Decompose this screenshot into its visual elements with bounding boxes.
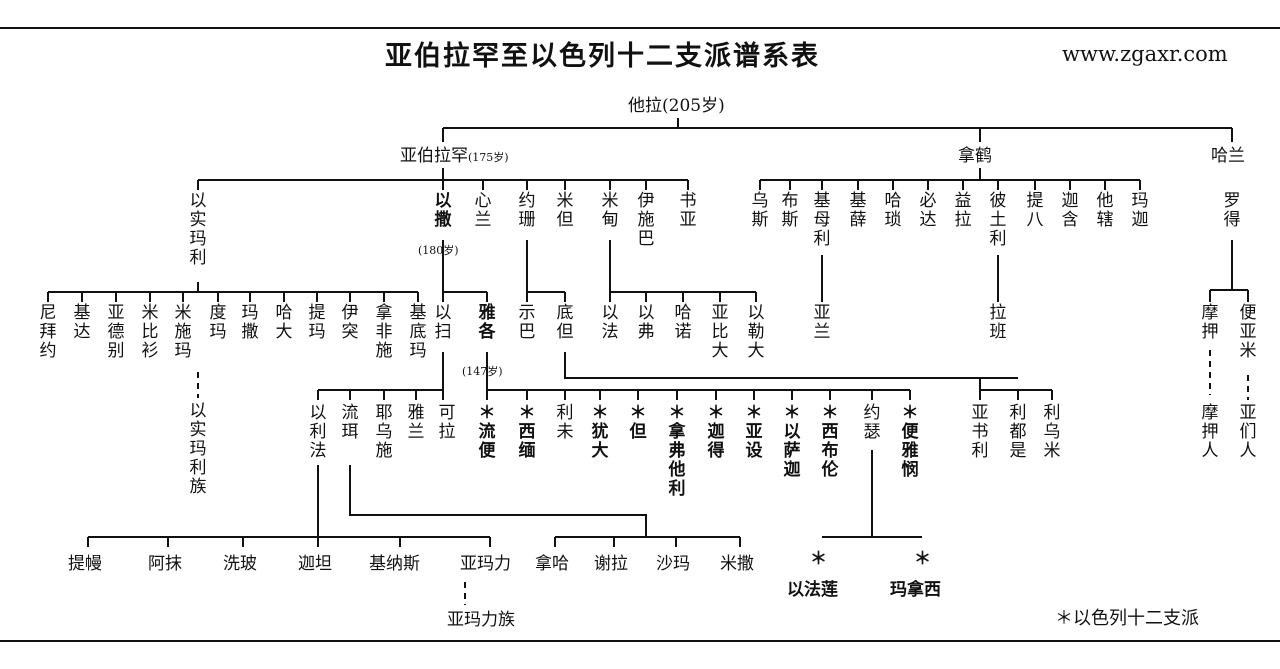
node-kedemah: 基底玛: [409, 303, 427, 361]
node-shuah: 书亚: [679, 191, 697, 230]
node-amalek: 亚玛力: [460, 554, 511, 574]
node-jokshan: 约珊: [518, 191, 536, 230]
node-letushim: 利都是: [1009, 403, 1027, 461]
node-abraham-name: 亚伯拉罕: [400, 146, 468, 166]
node-asshurim: 亚书利: [971, 403, 989, 461]
node-ephraim: 以法莲: [787, 580, 838, 600]
node-omar: 阿抹: [148, 554, 182, 574]
node-adbeel: 亚德别: [107, 303, 125, 361]
node-reuben: ＊流便: [478, 403, 496, 461]
node-benjamin: ＊便雅悯: [901, 403, 919, 480]
node-shammah: 沙玛: [656, 554, 690, 574]
node-isaac: 以撒: [434, 191, 452, 230]
bottom-rule: [0, 640, 1280, 642]
node-abraham-age: (175岁): [468, 151, 509, 164]
node-amalekites: 亚玛力族: [447, 610, 515, 630]
node-hanoch: 哈诺: [674, 303, 692, 342]
node-moabites: 摩押人: [1201, 403, 1219, 461]
node-kenaz: 基纳斯: [369, 554, 420, 574]
node-benammi: 便亚米: [1239, 303, 1257, 361]
top-rule: [0, 27, 1280, 29]
node-zepho: 洗玻: [223, 554, 257, 574]
node-leummim: 利乌米: [1043, 403, 1061, 461]
node-jacob-age: (147岁): [462, 365, 503, 378]
node-terah: 他拉(205岁): [628, 96, 725, 116]
node-abraham: 亚伯拉罕(175岁): [400, 146, 509, 166]
node-pildash: 必达: [919, 191, 937, 230]
node-dumah: 度玛: [209, 303, 227, 342]
node-nahor: 拿鹤: [958, 146, 992, 166]
node-eldaah: 以勒大: [747, 303, 765, 361]
node-mibsam: 米比衫: [141, 303, 159, 361]
node-nebaioth: 尼拜约: [39, 303, 57, 361]
site-url: www.zgaxr.com: [1062, 42, 1228, 66]
node-ephraim-star: ＊: [810, 549, 827, 569]
node-uz: 乌斯: [751, 191, 769, 230]
node-tema: 提玛: [308, 303, 326, 342]
node-simeon: ＊西缅: [518, 403, 536, 461]
node-levi: 利未: [556, 403, 574, 442]
node-korah: 可拉: [438, 403, 456, 442]
node-ishbak: 伊施巴: [637, 191, 655, 249]
node-midian: 米甸: [601, 191, 619, 230]
node-dedan: 底但: [556, 303, 574, 342]
node-epher: 以弗: [637, 303, 655, 342]
node-gatam: 迦坦: [298, 554, 332, 574]
node-dan: ＊但: [629, 403, 647, 442]
node-kemuel: 基母利: [813, 191, 831, 249]
node-lot: 罗得: [1223, 191, 1241, 230]
node-buz: 布斯: [781, 191, 799, 230]
node-zebulun: ＊西布伦: [821, 403, 839, 480]
node-jeush: 耶乌施: [375, 403, 393, 461]
node-jacob: 雅各: [478, 303, 496, 342]
node-gad: ＊迦得: [707, 403, 725, 461]
node-esau: 以扫: [434, 303, 452, 342]
node-manasseh-star: ＊: [914, 549, 931, 569]
node-zimran: 心兰: [474, 191, 492, 230]
node-aram: 亚兰: [813, 303, 831, 342]
node-bethuel: 彼土利: [989, 191, 1007, 249]
node-mizzah: 米撒: [720, 554, 754, 574]
node-jidlaph: 益拉: [954, 191, 972, 230]
node-ephah: 以法: [601, 303, 619, 342]
node-jalam: 雅兰: [407, 403, 425, 442]
node-sheba: 示巴: [518, 303, 536, 342]
node-naphtali: ＊拿弗他利: [668, 403, 686, 499]
node-kedar: 基达: [73, 303, 91, 342]
node-medan: 米但: [556, 191, 574, 230]
node-reuel: 流珥: [341, 403, 359, 442]
node-asher: ＊亚设: [745, 403, 763, 461]
node-ishmaelites: 以实玛利族: [189, 401, 207, 497]
node-nahath: 拿哈: [535, 554, 569, 574]
node-moab: 摩押: [1201, 303, 1219, 342]
node-massa: 玛撒: [241, 303, 259, 342]
node-tahash: 他辖: [1096, 191, 1114, 230]
node-hazo: 哈琐: [884, 191, 902, 230]
node-eliphaz: 以利法: [309, 403, 327, 461]
node-laban: 拉班: [989, 303, 1007, 342]
legend-twelve-tribes: ＊以色列十二支派: [1055, 608, 1199, 629]
node-joseph: 约瑟: [863, 403, 881, 442]
node-haran: 哈兰: [1211, 146, 1245, 166]
node-naphish: 拿非施: [375, 303, 393, 361]
node-zerah: 谢拉: [594, 554, 628, 574]
node-teman: 提幔: [68, 554, 102, 574]
node-mishma: 米施玛: [174, 303, 192, 361]
node-maacah: 玛迦: [1131, 191, 1149, 230]
node-judah: ＊犹大: [591, 403, 609, 461]
node-ammonites: 亚们人: [1239, 403, 1257, 461]
node-issachar: ＊以萨迦: [783, 403, 801, 480]
node-hadad: 哈大: [275, 303, 293, 342]
page-title: 亚伯拉罕至以色列十二支派谱系表: [385, 41, 820, 72]
node-chesed: 基薛: [849, 191, 867, 230]
node-abida: 亚比大: [711, 303, 729, 361]
node-tebah: 提八: [1026, 191, 1044, 230]
node-ishmael: 以实玛利: [189, 191, 207, 268]
node-manasseh: 玛拿西: [890, 580, 941, 600]
node-isaac-age: (180岁): [418, 244, 459, 257]
node-gaham: 迦含: [1061, 191, 1079, 230]
node-jetur: 伊突: [341, 303, 359, 342]
